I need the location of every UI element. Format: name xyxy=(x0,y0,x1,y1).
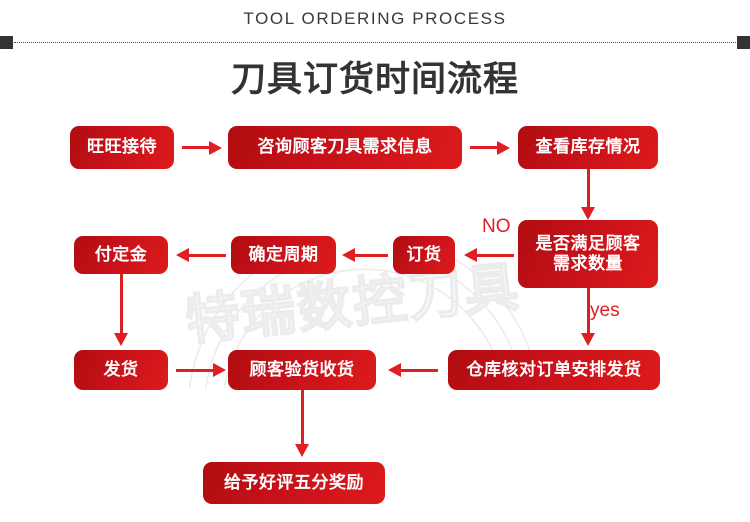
header-divider xyxy=(0,36,750,50)
arrow-order-to-cycle xyxy=(342,236,388,274)
arrow-warehouse-to-receive xyxy=(388,350,438,390)
arrow-stock-to-decision xyxy=(573,169,603,220)
node-order[interactable]: 订货 xyxy=(393,236,455,274)
node-stock[interactable]: 查看库存情况 xyxy=(518,126,658,169)
divider-dotted-line xyxy=(14,42,736,43)
page-subtitle-english: TOOL ORDERING PROCESS xyxy=(243,9,507,28)
arrow-cycle-to-deposit xyxy=(176,236,226,274)
divider-cap-left xyxy=(0,36,13,49)
arrow-ship-to-receive xyxy=(176,350,226,390)
node-decision[interactable]: 是否满足顾客 需求数量 xyxy=(518,220,658,288)
arrow-receive-to-review xyxy=(287,390,317,457)
arrow-decision-yes-to-warehouse xyxy=(573,288,603,346)
node-consult[interactable]: 咨询顾客刀具需求信息 xyxy=(228,126,462,169)
arrow-wangwang-to-consult xyxy=(182,126,222,169)
node-wangwang[interactable]: 旺旺接待 xyxy=(70,126,174,169)
divider-cap-right xyxy=(737,36,750,49)
node-receive[interactable]: 顾客验货收货 xyxy=(228,350,376,390)
node-cycle[interactable]: 确定周期 xyxy=(231,236,336,274)
edge-label-no: NO xyxy=(482,216,511,237)
node-deposit[interactable]: 付定金 xyxy=(74,236,168,274)
edge-label-yes: yes xyxy=(590,300,620,321)
node-ship[interactable]: 发货 xyxy=(74,350,168,390)
arrow-deposit-to-ship xyxy=(106,274,136,346)
arrow-consult-to-stock xyxy=(470,126,510,169)
node-warehouse[interactable]: 仓库核对订单安排发货 xyxy=(448,350,660,390)
page-title: 刀具订货时间流程 xyxy=(230,60,519,99)
arrow-decision-no-to-order xyxy=(464,236,514,274)
node-review[interactable]: 给予好评五分奖励 xyxy=(203,462,385,504)
